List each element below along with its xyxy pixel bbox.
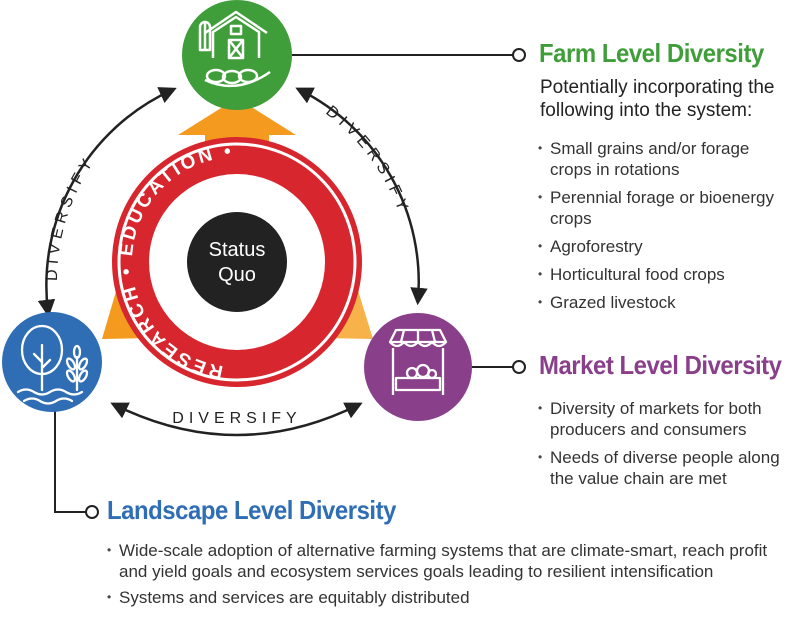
status-quo-line2: Quo	[218, 264, 256, 286]
bottom-diversify-label: DIVERSIFY	[172, 410, 301, 427]
status-quo-circle	[187, 212, 287, 312]
status-quo-line1: Status	[209, 239, 266, 261]
barn-grain-icon	[198, 10, 271, 88]
landscape-bullet-list: Wide-scale adoption of alternative farmi…	[107, 540, 797, 613]
market-bullet-list: Diversity of markets for both producers …	[538, 398, 793, 496]
list-item: Needs of diverse people along the value …	[538, 447, 793, 489]
list-item: Agroforestry	[538, 236, 793, 257]
farm-heading: Farm Level Diversity	[539, 38, 764, 68]
right-diversify-arrow	[295, 87, 428, 306]
list-item: Diversity of markets for both producers …	[538, 398, 793, 440]
tree-water-icon	[16, 324, 89, 405]
farm-node	[182, 0, 292, 110]
list-item: Horticultural food crops	[538, 264, 793, 285]
left-diversify-label: DIVERSIFY	[44, 152, 99, 281]
list-item: Grazed livestock	[538, 292, 793, 313]
market-heading: Market Level Diversity	[539, 350, 782, 380]
bottom-diversify-arrow	[110, 402, 363, 437]
list-item: Systems and services are equitably distr…	[107, 587, 797, 608]
list-item: Wide-scale adoption of alternative farmi…	[107, 540, 797, 582]
market-node	[364, 313, 472, 421]
left-diversify-arrow	[37, 87, 177, 318]
list-item: Small grains and/or forage crops in rota…	[538, 138, 793, 180]
market-stall-icon	[388, 328, 448, 395]
landscape-heading: Landscape Level Diversity	[107, 495, 396, 525]
connectors	[54, 48, 526, 519]
farm-bullet-list: Small grains and/or forage crops in rota…	[538, 138, 793, 320]
list-item: Perennial forage or bioenergy crops	[538, 187, 793, 229]
landscape-node	[2, 312, 102, 412]
farm-intro: Potentially incorporating the following …	[540, 77, 775, 121]
